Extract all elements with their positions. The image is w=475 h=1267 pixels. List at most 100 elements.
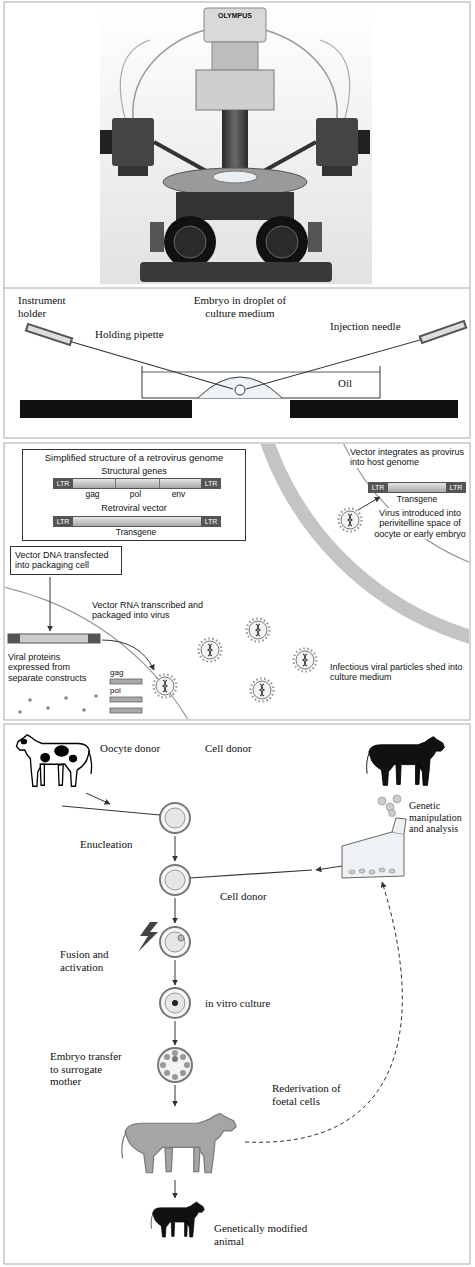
oocyte-outline [250, 444, 469, 650]
calf [151, 1202, 204, 1237]
microscope-photo [150, 222, 164, 252]
label: Holding pipette [95, 328, 187, 341]
microscope-photo [222, 110, 248, 168]
process-arrow [175, 960, 176, 985]
label: Viral proteins expressed from separate c… [8, 652, 104, 683]
label: Embryo in droplet of culture medium [192, 294, 288, 319]
oocyte-cell [180, 1070, 186, 1076]
vector-construct [8, 634, 142, 713]
culture-flask [369, 870, 375, 874]
cell-donor-cow [367, 737, 445, 786]
panel-frame [4, 443, 470, 720]
oocyte-outline [320, 444, 469, 580]
calf [151, 1202, 204, 1237]
oocyte-cell [165, 993, 185, 1013]
viral-proteins [46, 706, 50, 710]
microscope-photo [196, 70, 274, 110]
label: Rederivation of foetal cells [272, 1082, 362, 1107]
viral-particle [251, 679, 274, 702]
injection-schematic [422, 325, 464, 340]
panel-frame [4, 724, 470, 1264]
microscope-photo [100, 130, 112, 154]
microscope-photo [316, 118, 358, 166]
ltr-label: LTR [368, 482, 388, 493]
culture-flask [378, 797, 386, 805]
vector-construct [8, 634, 100, 643]
oocyte-cell [165, 932, 185, 952]
oocyte-cell [178, 935, 184, 941]
microscope-photo [140, 262, 332, 282]
microscope-photo [322, 166, 352, 176]
micropipette [62, 806, 160, 815]
ltr-label: LTR [201, 516, 221, 527]
box-subheading: Structural genes [23, 466, 245, 476]
process-box: Vector DNA transfected into packaging ce… [10, 546, 122, 575]
viral-proteins [82, 708, 86, 712]
injection-schematic [290, 400, 458, 418]
injection-schematic [246, 340, 420, 389]
label: Cell donor [205, 742, 275, 755]
oocyte-cell [165, 870, 185, 890]
label: gag [110, 668, 134, 677]
microscope-photo [163, 168, 307, 196]
viral-particle [154, 675, 177, 698]
microscope-photo [100, 6, 372, 284]
box-heading: Simplified structure of a retrovirus gen… [23, 453, 245, 464]
process-arrow [175, 1085, 176, 1106]
injection-schematic [142, 366, 380, 398]
process-arrow [50, 577, 51, 631]
process-arrow [175, 898, 176, 923]
gene-divider [115, 479, 116, 488]
oocyte-cell [172, 1000, 178, 1006]
packaging-cell [5, 580, 230, 719]
microscope-photo [174, 226, 206, 258]
viral-proteins [18, 694, 98, 714]
panel-frame [4, 443, 470, 720]
culture-flask [342, 832, 404, 878]
oocyte-donor-cow [16, 735, 91, 786]
label: Virus introduced into perivitelline spac… [372, 508, 468, 539]
process-arrow [175, 1180, 176, 1198]
microscope-photo [120, 40, 150, 118]
oocyte-cell [158, 803, 192, 1082]
micropipette [62, 806, 312, 952]
oocyte-cell [164, 1070, 170, 1076]
label: Vector RNA transcribed and packaged into… [92, 600, 222, 621]
oocyte-cell [160, 988, 190, 1018]
label: OLYMPUS [205, 12, 265, 20]
microscope-photo [154, 142, 208, 172]
culture-flask [349, 870, 355, 874]
oocyte-cell [184, 1062, 190, 1068]
label: Oocyte donor [100, 742, 180, 755]
panel-frame [4, 288, 470, 289]
oocyte-cell [160, 803, 190, 833]
ltr-label: LTR [446, 482, 466, 493]
microscope-photo [118, 166, 148, 176]
label: env [163, 490, 194, 500]
label: Genetic manipulation and analysis [409, 800, 469, 835]
viral-proteins [64, 696, 68, 700]
label: pol [120, 490, 151, 500]
vector-bar: LTRLTR [53, 516, 221, 527]
box-subheading: Retroviral vector [23, 503, 245, 513]
oocyte-cell [158, 1048, 192, 1082]
surrogate-cow [122, 1113, 236, 1172]
label: Instrument holder [18, 294, 90, 319]
process-arrow [175, 836, 176, 861]
box-text: Vector DNA transfected into packaging ce… [15, 550, 117, 570]
injection-schematic [235, 385, 245, 395]
panel-frame [4, 2, 470, 438]
label: Cell donor [220, 890, 290, 903]
culture-flask [349, 795, 401, 874]
viral-particle [247, 619, 270, 642]
label: Injection needle [330, 320, 422, 333]
microscope-photo [358, 130, 370, 154]
viral-particle [339, 509, 362, 532]
injection-schematic [420, 324, 466, 340]
oocyte-cell [172, 1050, 178, 1056]
process-arrow [175, 1021, 176, 1045]
microscope-photo [262, 142, 316, 172]
label: Infectious viral particles shed into cul… [330, 662, 466, 683]
culture-flask [379, 868, 385, 872]
